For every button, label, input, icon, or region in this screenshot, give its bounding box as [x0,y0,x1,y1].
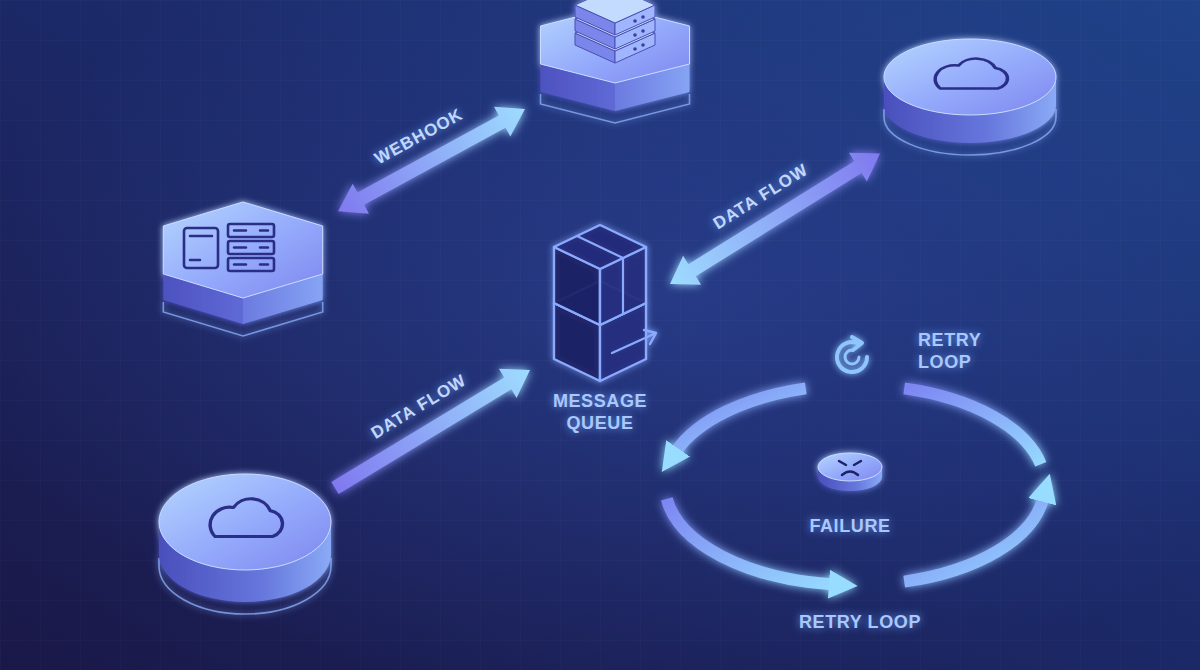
flow-arrow [331,369,530,494]
loop-arc [904,499,1043,582]
platform-top [884,39,1056,115]
node-shape [525,0,705,130]
node-label: FAILURE [790,515,910,537]
node-shape [148,188,338,338]
retry-arc [837,342,867,372]
flow-arrow [670,153,880,285]
rack-unit [228,258,274,271]
loop-arc [677,388,806,450]
retry-loop-ring [667,388,1043,584]
rack-line [234,229,268,232]
rack-unit [228,224,274,237]
rack-icon [184,224,274,271]
cloud-icon [935,59,1007,89]
face-eye [854,461,861,465]
retry-icon [837,337,867,372]
rack-unit [228,241,274,254]
node-shape [155,470,335,615]
rack-platform-shape [163,202,322,336]
queue-out-arrow [612,330,656,353]
server-led [641,43,645,47]
cloud-platform [880,35,1060,160]
box-face [575,0,655,23]
message-queue: MESSAGE QUEUE [530,215,670,440]
rack-line [234,246,268,249]
server-platform-shape [541,0,690,123]
server-led [633,33,637,37]
failure-disc [818,453,882,491]
loop-label: RETRY LOOP [918,329,1000,373]
edge-label: WEBHOOK [371,104,467,170]
loop-label: RETRY LOOP [760,611,960,633]
cloud-platform-shape [159,474,331,614]
server-led [641,15,645,19]
failure-node: FAILURE [790,445,910,545]
platform-top [163,202,322,298]
node-shape [880,35,1060,160]
monitor-icon [184,228,218,268]
loop-arc [904,388,1041,464]
cloud-icon [210,499,282,537]
face-mouth [842,472,858,476]
monitor-line [190,236,212,260]
rack-platform [148,188,338,338]
node-label: MESSAGE QUEUE [530,390,670,434]
edge-label: DATA FLOW [367,369,471,444]
sad-face [839,461,861,475]
server-led [641,29,645,33]
edge-label: DATA FLOW [710,159,813,235]
rack-line [234,263,268,266]
box-tape [577,236,623,314]
loop-arc [667,499,832,584]
server-led [633,19,637,23]
retry-arrow-head [852,337,862,350]
face-eye [839,461,846,465]
platform-top [818,453,882,481]
cloud-platform-shape [884,39,1056,155]
queue-icon [554,225,656,381]
platform-top [159,474,331,570]
server-led [633,47,637,51]
cloud-platform [155,470,335,615]
retry-inner-arc [845,350,859,364]
server-platform [525,0,705,130]
